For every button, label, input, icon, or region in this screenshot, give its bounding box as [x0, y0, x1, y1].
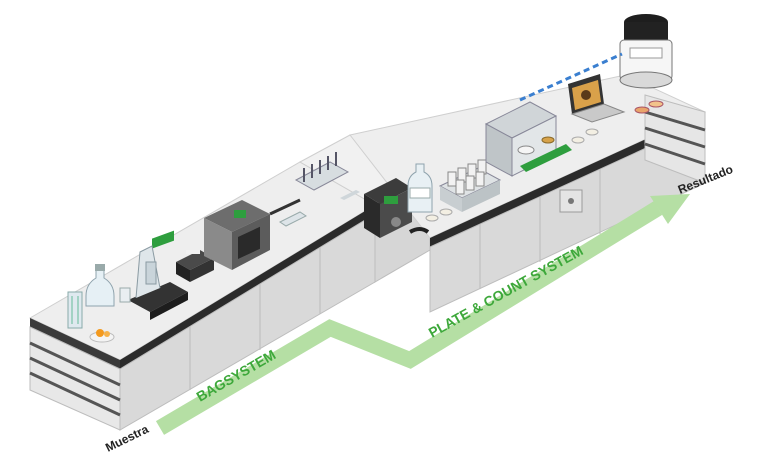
tube-rack-icon — [294, 152, 360, 200]
pipette-icon — [269, 198, 307, 227]
result-dishes-icon — [571, 100, 664, 144]
media-bottle-icon — [407, 163, 433, 213]
sample-tube-rack-icon — [67, 291, 83, 329]
water-bath-icon — [438, 159, 502, 212]
spiral-plater-icon — [484, 101, 572, 177]
bag-blender-icon — [204, 200, 270, 270]
petri-dish-icon — [425, 208, 453, 222]
laptop-icon — [568, 74, 626, 123]
colony-counter-icon — [619, 14, 673, 89]
workflow-arrow — [155, 194, 690, 435]
gravimetric-diluter-icon — [119, 230, 188, 320]
orange-sample-icon — [89, 329, 115, 343]
start-label: Muestra — [103, 422, 151, 455]
data-link-line — [519, 52, 623, 102]
glass-bottle-icon — [85, 264, 115, 307]
media-dispenser-icon — [364, 178, 430, 238]
